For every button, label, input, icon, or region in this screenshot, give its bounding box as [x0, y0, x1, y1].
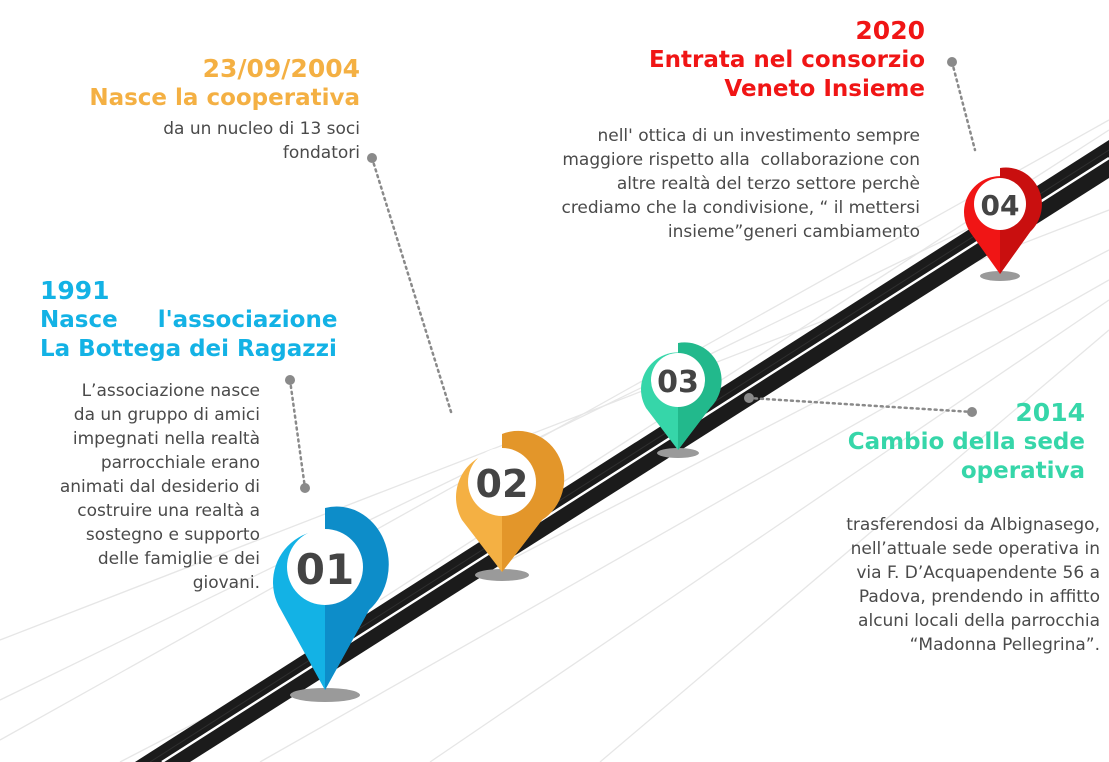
connector-04	[950, 60, 977, 152]
milestone-03-heading-line: operativa	[960, 458, 1085, 484]
connector-03-dot-left	[744, 393, 754, 403]
milestone-03-heading: Cambio della sede operativa	[760, 428, 1085, 486]
description-line: trasferendosi da Albignasego,	[846, 515, 1100, 535]
description-line: costruire una realtà a	[77, 501, 260, 521]
pin-02-shadow	[475, 569, 529, 581]
milestone-04-heading: Entrata nel consorzio Veneto Insieme	[580, 46, 925, 104]
description-line: via F. D’Acquapendente 56 a	[856, 563, 1100, 583]
connector-03-dot-right	[967, 407, 977, 417]
milestone-01: 1991 Nasce l'associazione La Bottega dei…	[40, 276, 340, 364]
milestone-01-heading-line: Nasce l'associazione	[40, 307, 338, 333]
milestone-04-description: nell' ottica di un investimento sempre m…	[490, 124, 920, 244]
milestone-03-heading-line: Cambio della sede	[847, 429, 1085, 455]
description-line: sostegno e supporto	[85, 525, 260, 545]
pin-04: 04	[964, 167, 1042, 281]
pin-03-shadow	[657, 448, 699, 458]
description-line: giovani.	[192, 573, 260, 593]
milestone-04: 2020 Entrata nel consorzio Veneto Insiem…	[580, 16, 925, 104]
milestone-01-heading-line: La Bottega dei Ragazzi	[40, 336, 337, 362]
description-line: impegnati nella realtà	[72, 429, 260, 449]
description-line: da un nucleo di 13 soci	[163, 119, 360, 139]
milestone-03: 2014 Cambio della sede operativa	[760, 398, 1085, 486]
description-line: alcuni locali della parrocchia	[858, 611, 1100, 631]
pin-03-number: 03	[657, 365, 699, 400]
description-line: maggiore rispetto alla collaborazione co…	[562, 150, 920, 170]
milestone-03-description: trasferendosi da Albignasego, nell’attua…	[780, 513, 1100, 657]
description-line: fondatori	[282, 143, 360, 163]
milestone-04-heading-line: Entrata nel consorzio	[648, 47, 925, 73]
description-line: animati dal desiderio di	[59, 477, 260, 497]
description-line: “Madonna Pellegrina”.	[909, 635, 1100, 655]
connector-01	[288, 378, 307, 490]
description-line: parrocchiale erano	[100, 453, 260, 473]
description-line: altre realtà del terzo settore perchè	[616, 174, 920, 194]
pin-02-number: 02	[476, 462, 529, 506]
milestone-02-description: da un nucleo di 13 soci fondatori	[40, 117, 360, 165]
description-line: crediamo che la condivisione, “ il mette…	[561, 198, 920, 218]
milestone-01-year: 1991	[40, 276, 110, 305]
connectors	[285, 57, 977, 493]
milestone-02: 23/09/2004 Nasce la cooperativa da un nu…	[40, 54, 360, 165]
connector-02	[370, 156, 454, 417]
milestone-04-heading-line: Veneto Insieme	[724, 76, 925, 102]
pin-01: 01	[273, 506, 389, 702]
milestone-01-heading: Nasce l'associazione La Bottega dei Raga…	[40, 306, 340, 364]
connector-01-dot-top	[285, 375, 295, 385]
milestone-02-heading-line: Nasce la cooperativa	[89, 85, 360, 111]
connector-04-dot	[947, 57, 957, 67]
description-line: L’associazione nasce	[81, 381, 260, 401]
description-line: Padova, prendendo in affitto	[858, 587, 1100, 607]
pin-04-number: 04	[981, 189, 1020, 222]
milestone-02-heading: Nasce la cooperativa	[40, 84, 360, 113]
pin-03: 03	[641, 342, 722, 458]
milestone-03-year: 2014	[1015, 398, 1085, 427]
description-line: nell’attuale sede operativa in	[850, 539, 1100, 559]
pin-04-shadow	[980, 271, 1020, 281]
description-line: da un gruppo di amici	[73, 405, 260, 425]
connector-02-dot	[367, 153, 377, 163]
milestone-02-year: 23/09/2004	[202, 54, 360, 83]
connector-01-dot-bottom	[300, 483, 310, 493]
description-line: delle famiglie e dei	[97, 549, 260, 569]
pin-01-number: 01	[296, 545, 354, 594]
description-line: insieme”generi cambiamento	[667, 222, 920, 242]
description-line: nell' ottica di un investimento sempre	[597, 126, 920, 146]
pin-01-shadow	[290, 688, 360, 702]
milestone-01-description: L’associazione nasce da un gruppo di ami…	[20, 379, 260, 595]
pin-02: 02	[456, 430, 565, 581]
milestone-04-year: 2020	[855, 16, 925, 45]
connector-03	[747, 396, 974, 414]
